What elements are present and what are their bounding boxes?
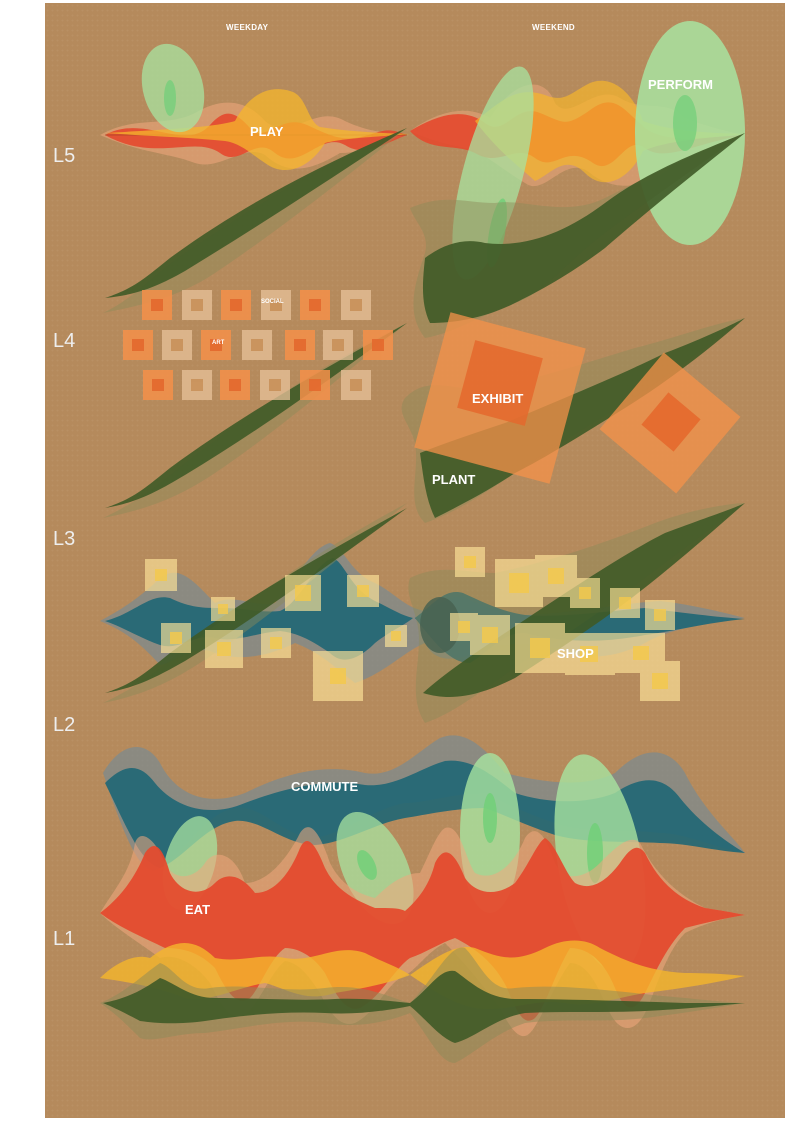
column-header-weekday: WEEKDAY (226, 23, 268, 32)
category-label-shop: SHOP (557, 646, 594, 661)
category-label-eat: EAT (185, 902, 210, 917)
category-label-plant: PLANT (432, 472, 475, 487)
activity-diagram (45, 3, 785, 1118)
l4-social-art-squares (123, 290, 393, 400)
category-label-art: ART (212, 340, 224, 346)
level-label-l5: L5 (53, 145, 75, 168)
diagram-board: WEEKDAY WEEKEND L5 L4 L3 L2 L1 PLAY PERF… (45, 3, 785, 1118)
category-label-exhibit: EXHIBIT (472, 391, 523, 406)
category-label-play: PLAY (250, 124, 283, 139)
level-label-l1: L1 (53, 928, 75, 951)
category-label-commute: COMMUTE (291, 779, 358, 794)
level-label-l4: L4 (53, 330, 75, 353)
column-header-weekend: WEEKEND (532, 23, 575, 32)
category-label-social: SOCIAL (261, 299, 284, 305)
level-label-l3: L3 (53, 528, 75, 551)
category-label-perform: PERFORM (648, 77, 713, 92)
level-label-l2: L2 (53, 714, 75, 737)
